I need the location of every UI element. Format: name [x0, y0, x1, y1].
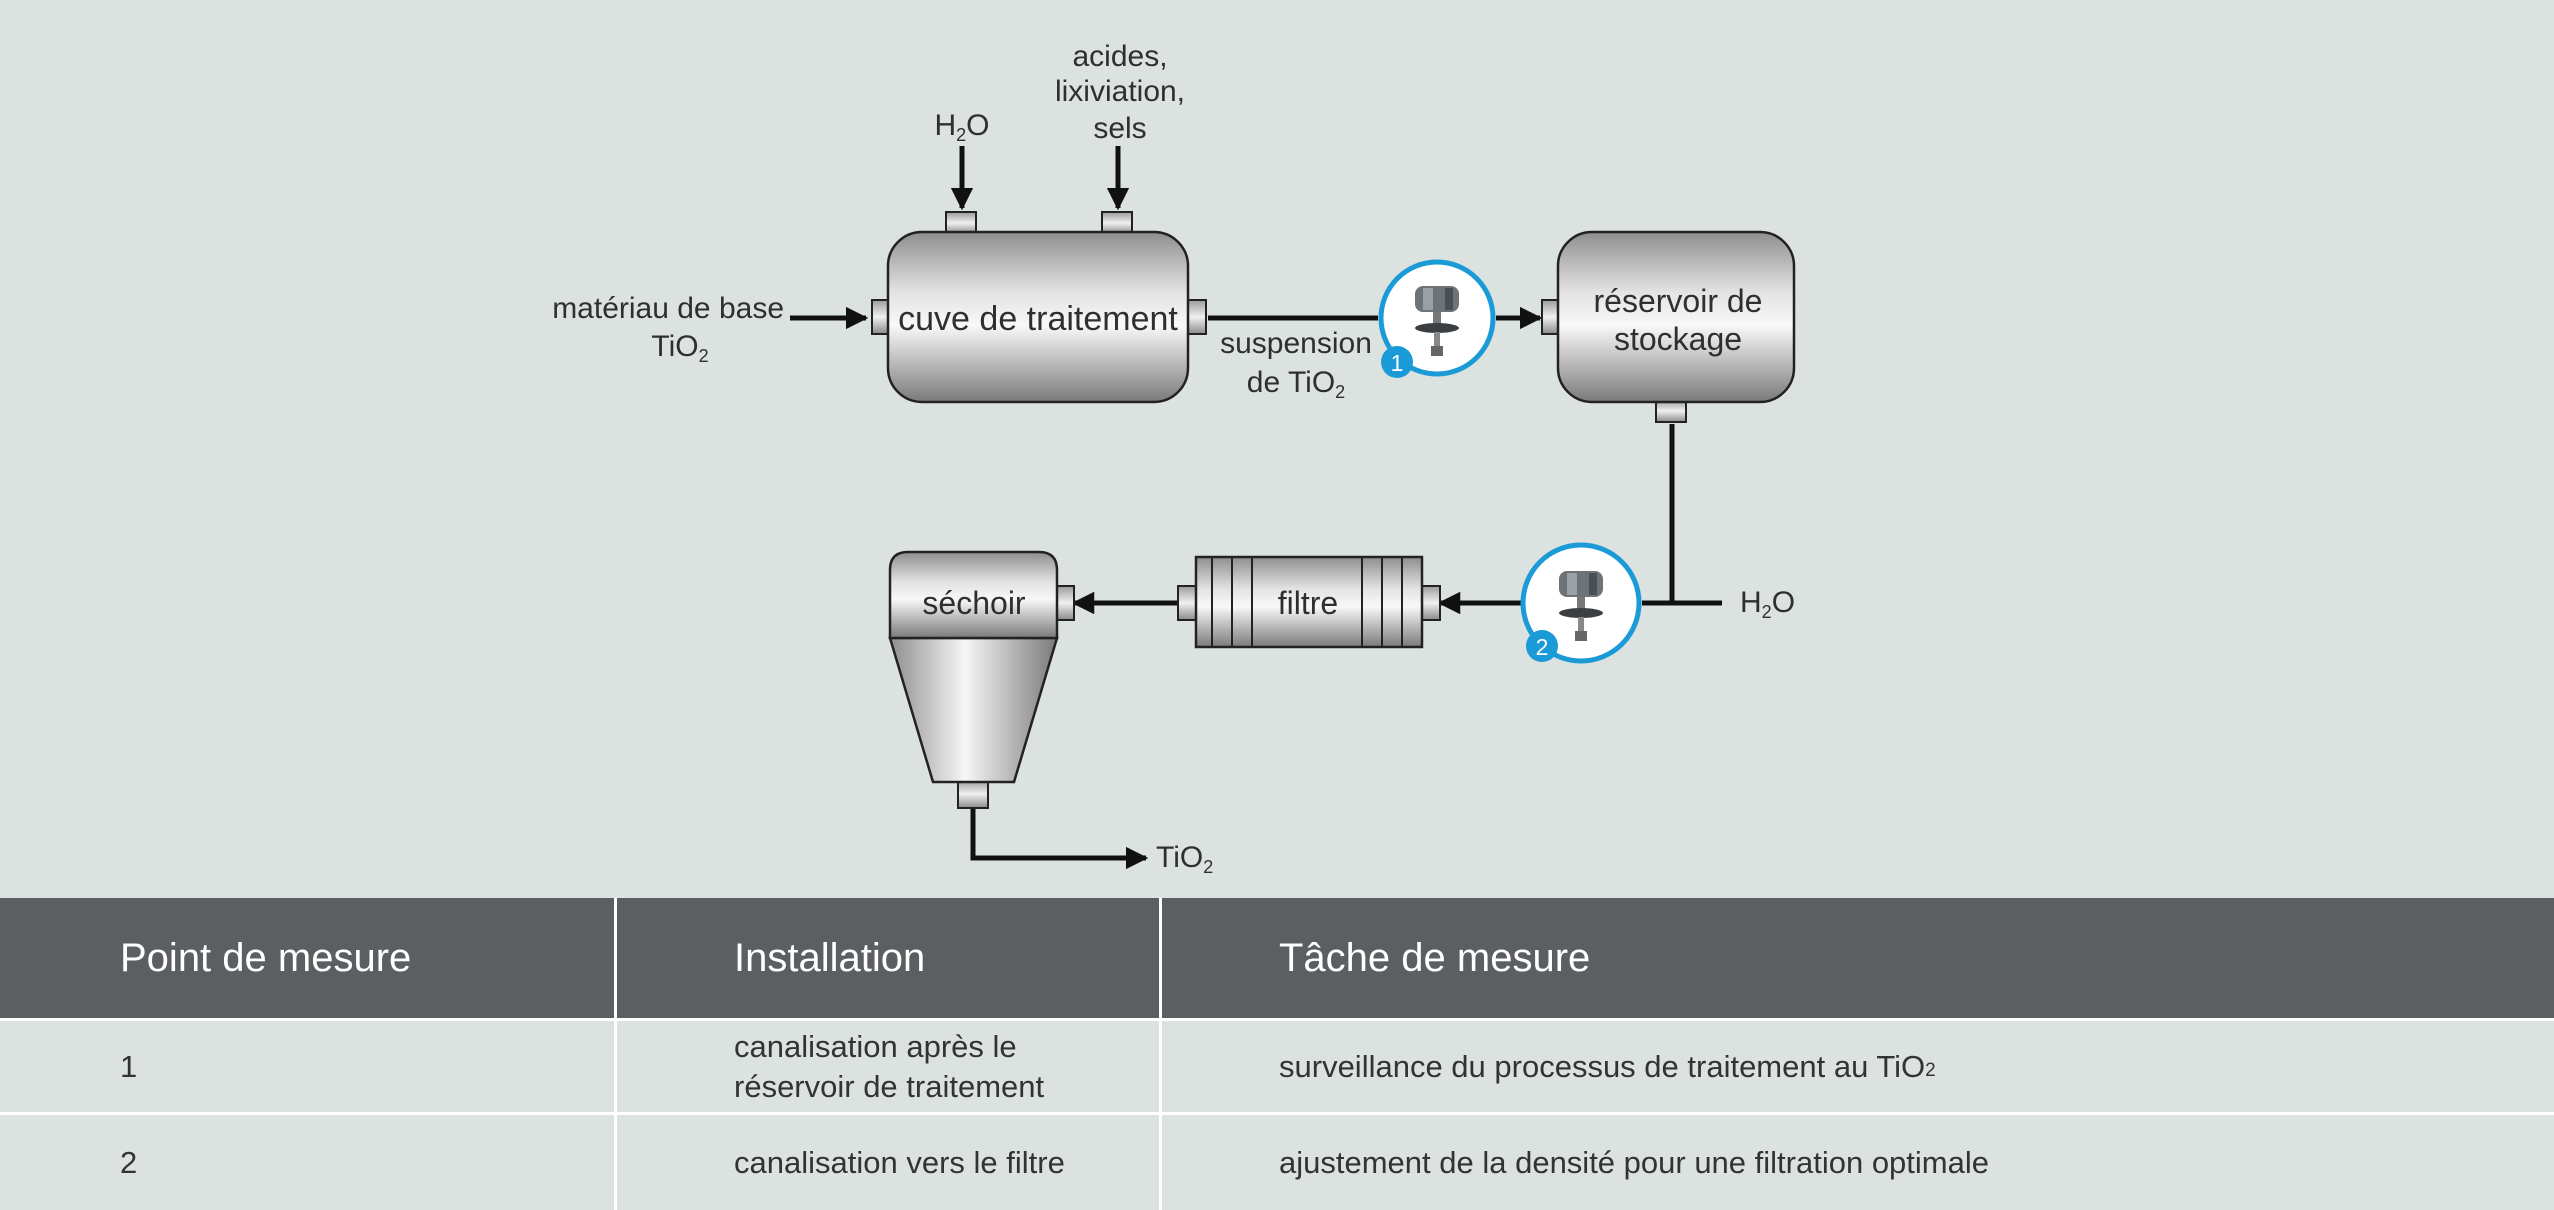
pipe-output	[970, 808, 1149, 870]
table-row-1-point: 1	[120, 1048, 138, 1084]
acids-label-line2: lixiviation,	[1055, 75, 1185, 108]
table-row-2-task: ajustement de la densité pour une filtra…	[1279, 1144, 1989, 1180]
acids-label-line1: acides,	[1072, 40, 1167, 73]
base-material-label-line1: matériau de base	[552, 292, 784, 325]
dryer	[888, 550, 1075, 809]
process-diagram: 1 2 H2O acides, lixiviation, sels matéri…	[552, 40, 1796, 877]
pipe-storage-out	[1642, 424, 1675, 606]
row-separator	[0, 1018, 2554, 1021]
measuring-point-2: 2	[1520, 542, 1642, 664]
base-material-label-line2: TiO2	[651, 330, 708, 366]
storage-tank-label-line1: réservoir de	[1594, 283, 1763, 319]
measuring-point-1: 1	[1378, 259, 1496, 378]
table-row-2-installation: canalisation vers le filtre	[734, 1144, 1065, 1180]
storage-tank-label-line2: stockage	[1614, 321, 1742, 357]
treatment-tank-label: cuve de traitement	[898, 300, 1178, 338]
diagram-labels: H2O acides, lixiviation, sels matériau d…	[552, 40, 1795, 877]
suspension-label-line2: de TiO2	[1247, 366, 1345, 402]
column-separator	[614, 898, 617, 1210]
header-tache-de-mesure: Tâche de mesure	[1160, 898, 2554, 1018]
acids-label-line3: sels	[1093, 112, 1146, 145]
measuring-point-2-number: 2	[1536, 634, 1549, 660]
filter-label: filtre	[1278, 585, 1338, 621]
header-point-de-mesure: Point de mesure	[0, 898, 616, 1018]
suspension-label-line1: suspension	[1220, 327, 1372, 360]
water-input-label: H2O	[934, 109, 989, 145]
water-right-label: H2O	[1740, 586, 1795, 622]
storage-tank	[1541, 230, 1796, 423]
filter	[1177, 555, 1441, 649]
measuring-point-1-number: 1	[1391, 350, 1404, 376]
table-row-1-task: surveillance du processus de traitement …	[1279, 1048, 1936, 1084]
header-installation: Installation	[616, 898, 1160, 1018]
table-row-1-installation: canalisation après le réservoir de trait…	[734, 1028, 1045, 1104]
output-label: TiO2	[1156, 841, 1213, 877]
dryer-label: séchoir	[922, 585, 1026, 621]
column-separator	[1159, 898, 1162, 1210]
row-separator	[0, 1112, 2554, 1115]
measurement-table: Point de mesure Installation Tâche de me…	[0, 898, 2554, 1210]
table-row-2-point: 2	[120, 1144, 138, 1180]
pipes	[790, 146, 1722, 870]
treatment-tank	[871, 211, 1207, 404]
